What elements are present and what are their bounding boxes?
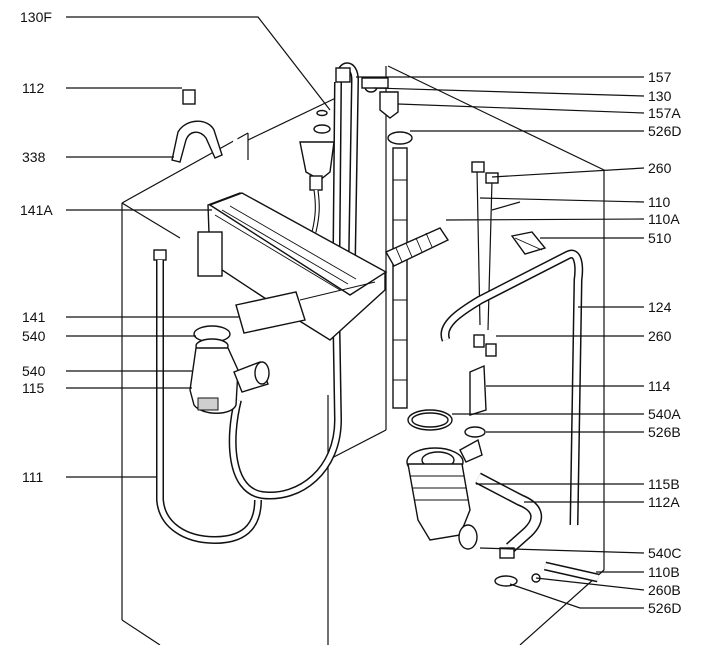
pump-115b — [406, 438, 483, 550]
hose-111 — [153, 249, 262, 545]
part-510 — [510, 231, 547, 255]
dispenser-141a — [197, 192, 388, 341]
label-157: 157 — [648, 69, 672, 85]
label-526d-top: 526D — [648, 123, 681, 139]
label-110: 110 — [648, 194, 671, 210]
label-110b: 110B — [648, 564, 680, 580]
label-540a: 540A — [648, 406, 681, 422]
sump-115 — [189, 325, 270, 414]
label-526d-bottom: 526D — [648, 600, 681, 616]
label-130: 130 — [648, 88, 672, 104]
label-540c: 540C — [648, 545, 681, 561]
bellows-110a — [385, 227, 450, 267]
hose-157 — [228, 62, 360, 500]
label-141: 141 — [22, 309, 46, 325]
label-540-upper: 540 — [22, 328, 46, 344]
label-540-lower: 540 — [22, 363, 46, 379]
hose-112 — [182, 65, 239, 151]
hose-110b — [544, 561, 599, 583]
label-130f: 130F — [20, 9, 52, 25]
fitting-130 — [361, 77, 399, 119]
label-157a: 157A — [648, 105, 681, 121]
inlet-valve — [299, 141, 335, 233]
label-338: 338 — [22, 149, 46, 165]
label-260-upper: 260 — [648, 160, 672, 176]
label-112a: 112A — [648, 494, 680, 510]
bracket-338 — [171, 120, 223, 163]
label-260b: 260B — [648, 582, 681, 598]
clip-260-lower — [473, 334, 497, 357]
label-114: 114 — [648, 378, 671, 394]
ring-130f — [313, 109, 331, 134]
label-110a: 110A — [648, 211, 680, 227]
clamp-540a — [407, 409, 453, 431]
part-labels: 130F 112 338 141A 141 540 540 115 111 15… — [20, 9, 681, 616]
drain-hose-vertical — [392, 147, 408, 409]
label-115: 115 — [22, 380, 45, 396]
hose-124 — [440, 249, 584, 526]
part-114 — [469, 364, 487, 416]
label-111: 111 — [22, 469, 43, 485]
label-141a: 141A — [20, 202, 53, 218]
hose-112a — [475, 472, 543, 559]
clamp-526b — [464, 426, 486, 438]
label-115b: 115B — [648, 476, 680, 492]
clamp-526d-bottom — [494, 575, 518, 587]
leader-lines — [66, 16, 645, 609]
label-260-lower: 260 — [648, 328, 672, 344]
label-124: 124 — [648, 299, 672, 315]
label-112: 112 — [22, 80, 45, 96]
clamp-526d-top — [387, 131, 413, 145]
label-526b: 526B — [648, 424, 681, 440]
label-510: 510 — [648, 230, 672, 246]
